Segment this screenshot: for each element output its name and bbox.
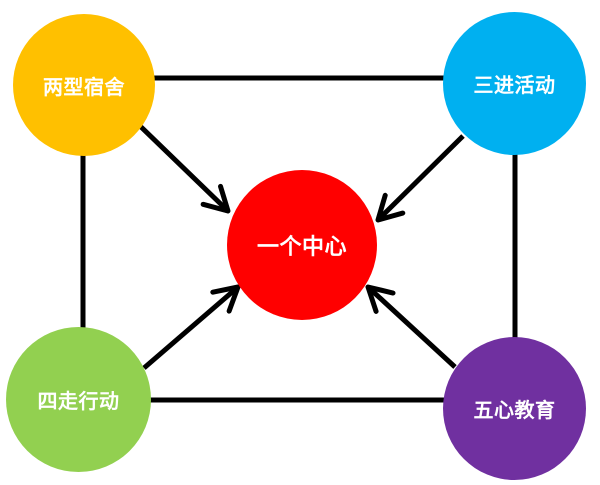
node-center-label: 一个中心 [256,235,347,260]
node-top-right: 三进活动 [443,12,586,155]
arrow-top-left-to-center [136,122,231,214]
arrow-bottom-right-to-center [365,284,457,369]
node-bottom-right-label: 五心教育 [473,398,556,422]
node-top-right-label: 三进活动 [473,73,556,97]
arrow-top-right-to-center [375,134,465,223]
node-bottom-left: 四走行动 [6,327,151,472]
node-bottom-left-label: 四走行动 [37,389,120,413]
node-top-left-label: 两型宿舍 [43,74,125,99]
node-center: 一个中心 [227,170,377,320]
node-bottom-right: 五心教育 [443,337,586,480]
arrow-bottom-left-to-center [142,284,241,370]
node-top-left: 两型宿舍 [13,14,155,156]
